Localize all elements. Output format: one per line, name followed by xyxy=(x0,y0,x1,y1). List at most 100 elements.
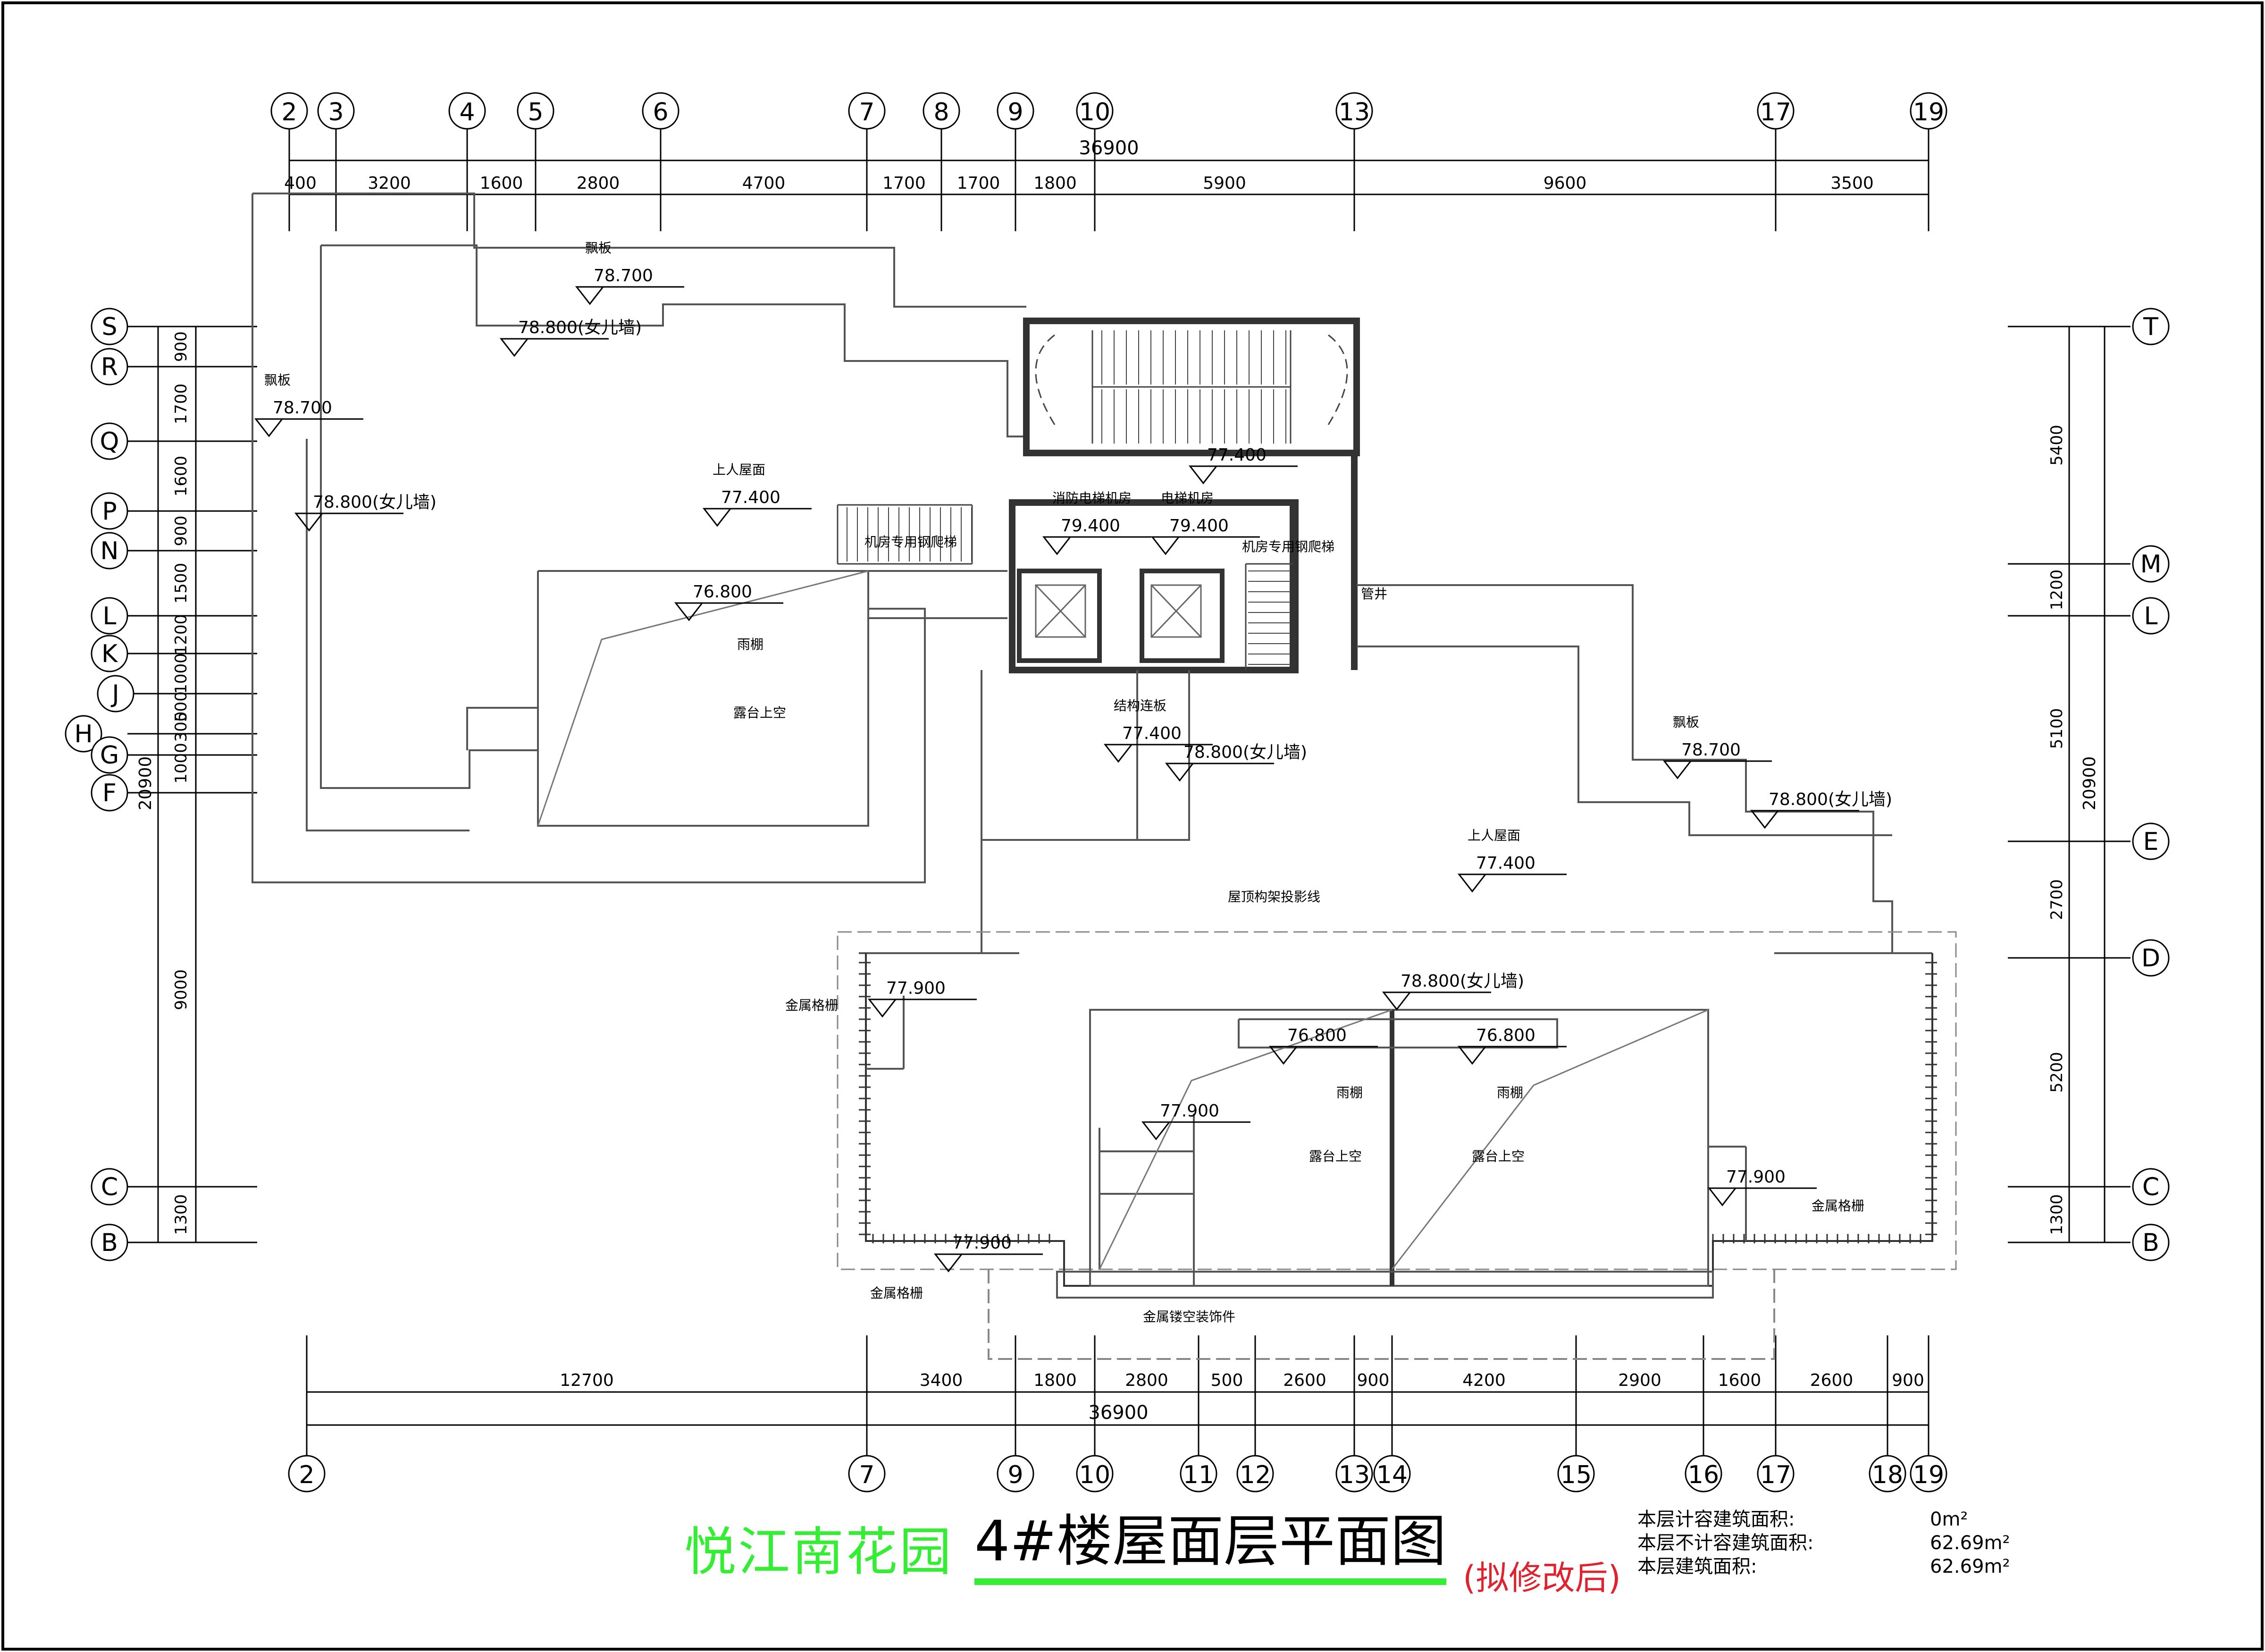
elevation-label: 上人屋面 xyxy=(1468,828,1520,843)
axis-label-right: M xyxy=(2140,550,2162,579)
drawing-name: 4#楼屋面层平面图 xyxy=(974,1496,1447,1585)
dim-segment-top: 4700 xyxy=(742,174,786,193)
dim-total-bottom: 36900 xyxy=(1088,1402,1148,1424)
note-void3: 露台上空 xyxy=(1472,1149,1525,1164)
elevation-triangle xyxy=(702,508,732,527)
elevation-label: 飘板 xyxy=(1673,714,1699,730)
elevation-value: 78.800(女儿墙) xyxy=(1183,743,1307,762)
elevation-triangle xyxy=(1750,810,1780,829)
axis-bubble-left xyxy=(91,597,128,635)
dim-segment-top: 1600 xyxy=(480,174,523,193)
axis-label-left: B xyxy=(101,1229,118,1257)
dim-segment-bottom: 2600 xyxy=(1283,1371,1326,1390)
axis-bubble-bottom xyxy=(1236,1455,1274,1493)
dim-segment-top: 1700 xyxy=(957,174,1000,193)
dim-segment-left: 900 xyxy=(172,331,191,362)
axis-label-top: 17 xyxy=(1760,98,1791,126)
axis-label-left: C xyxy=(101,1173,118,1201)
elevation-triangle xyxy=(575,286,605,305)
elevation-value: 78.700 xyxy=(594,266,653,285)
note-ladder1: 机房专用钢爬梯 xyxy=(864,534,957,550)
axis-label-top: 19 xyxy=(1913,98,1944,126)
elevation-triangle xyxy=(1150,536,1181,555)
dim-segment-left: 1300 xyxy=(172,1194,191,1235)
elevation-triangle xyxy=(1188,465,1218,485)
dim-segment-left: 1000 xyxy=(172,743,191,784)
axis-label-bottom: 2 xyxy=(299,1461,314,1489)
elevation-triangle xyxy=(1382,991,1412,1011)
note-canopy1: 雨棚 xyxy=(737,637,763,652)
axis-label-top: 6 xyxy=(653,98,668,126)
axis-label-right: T xyxy=(2143,313,2158,341)
elevation-triangle xyxy=(499,338,529,357)
axis-bubble-left xyxy=(91,308,128,345)
note-grille1: 金属格栅 xyxy=(785,998,838,1013)
dim-segment-right: 1300 xyxy=(2047,1194,2066,1235)
axis-label-left: N xyxy=(101,537,119,565)
elevation-value: 78.800(女儿墙) xyxy=(1769,790,1892,809)
dim-segment-top: 3200 xyxy=(368,174,411,193)
area-summary: 本层计容建筑面积:0m² 本层不计容建筑面积:62.69m² 本层建筑面积:62… xyxy=(1637,1508,2204,1578)
axis-bubble-right xyxy=(2132,597,2170,635)
dim-segment-top: 2800 xyxy=(577,174,620,193)
elevation-triangle xyxy=(1662,760,1693,780)
area-row-total: 本层建筑面积:62.69m² xyxy=(1637,1556,2010,1577)
axis-bubble-left xyxy=(91,774,128,812)
dim-segment-top: 1800 xyxy=(1033,174,1077,193)
dim-segment-bottom: 12700 xyxy=(560,1371,614,1390)
dim-segment-left: 1000 xyxy=(172,653,191,694)
elevation-value: 77.900 xyxy=(1160,1101,1219,1121)
elevation-triangle xyxy=(1707,1187,1737,1207)
axis-label-top: 3 xyxy=(328,98,344,126)
elevation-triangle xyxy=(1457,873,1487,893)
axis-label-bottom: 16 xyxy=(1688,1461,1719,1489)
elevation-value: 78.800(女儿墙) xyxy=(1401,972,1524,991)
elevation-label: 结构连板 xyxy=(1114,698,1166,713)
elevation-value: 76.800 xyxy=(1287,1026,1347,1045)
elevation-value: 79.400 xyxy=(1169,516,1229,536)
axis-label-bottom: 9 xyxy=(1007,1461,1023,1489)
elevation-triangle xyxy=(294,512,324,532)
axis-bubble-left xyxy=(91,532,128,570)
elevation-value: 79.400 xyxy=(1061,516,1120,536)
axis-bubble-bottom xyxy=(1557,1455,1595,1493)
axis-bubble-bottom xyxy=(1685,1455,1722,1493)
axis-bubble-left xyxy=(91,492,128,530)
axis-label-bottom: 14 xyxy=(1376,1461,1408,1489)
dim-segment-bottom: 500 xyxy=(1211,1371,1243,1390)
dim-segment-left: 1500 xyxy=(172,563,191,604)
elevation-label: 飘板 xyxy=(264,372,291,388)
dim-segment-top: 1700 xyxy=(882,174,926,193)
elevation-value: 77.900 xyxy=(1726,1167,1786,1187)
elevation-triangle xyxy=(1457,1046,1487,1065)
axis-label-left: R xyxy=(101,353,118,381)
dim-total-left: 20900 xyxy=(136,756,155,811)
axis-label-left: G xyxy=(100,741,119,770)
axis-bubble-bottom xyxy=(1869,1455,1906,1493)
elevation-value: 77.400 xyxy=(1122,724,1182,743)
note-frame_line: 屋顶构架投影线 xyxy=(1228,889,1320,905)
building-outline xyxy=(252,193,1957,1360)
axis-label-bottom: 11 xyxy=(1183,1461,1214,1489)
note-grille2: 金属格栅 xyxy=(870,1285,923,1301)
dim-segment-left: 9000 xyxy=(172,969,191,1010)
dim-segment-left: 1700 xyxy=(172,384,191,425)
axis-label-left: J xyxy=(110,680,119,708)
note-void1: 露台上空 xyxy=(733,705,786,721)
dim-segment-right: 5400 xyxy=(2047,425,2066,466)
drawing-title: 悦江南花园 4#楼屋面层平面图 (拟修改后) xyxy=(684,1496,1621,1597)
dim-segment-top: 5900 xyxy=(1203,174,1246,193)
revision-note: (拟修改后) xyxy=(1463,1559,1621,1597)
dim-segment-bottom: 900 xyxy=(1357,1371,1390,1390)
dim-segment-left: 1200 xyxy=(172,614,191,655)
axis-label-bottom: 18 xyxy=(1872,1461,1903,1489)
axis-label-top: 9 xyxy=(1007,98,1023,126)
dim-total-right: 20900 xyxy=(2080,756,2099,811)
elevation-triangle xyxy=(1268,1046,1299,1065)
axis-bubble-bottom xyxy=(848,1455,886,1493)
axis-label-right: D xyxy=(2141,944,2160,973)
elevation-value: 76.800 xyxy=(693,582,752,602)
elevation-value: 78.700 xyxy=(273,398,332,418)
elevation-value: 77.900 xyxy=(886,979,946,998)
